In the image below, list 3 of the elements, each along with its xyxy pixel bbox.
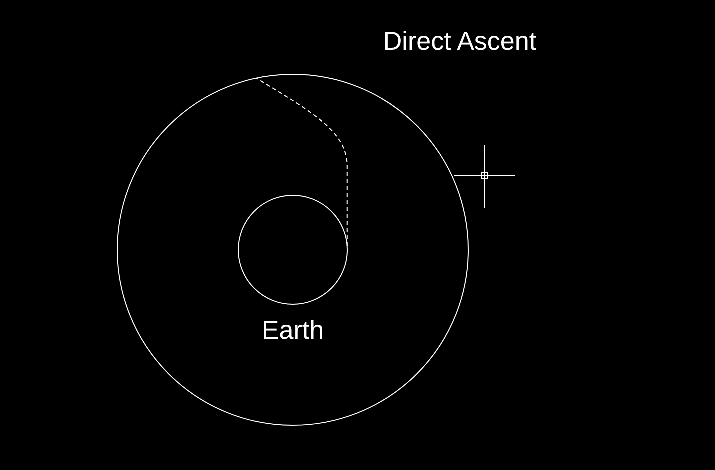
dashed-trajectory-line [256, 78, 348, 247]
title: Direct Ascent [382, 26, 538, 56]
earth-label: Earth [260, 315, 326, 345]
